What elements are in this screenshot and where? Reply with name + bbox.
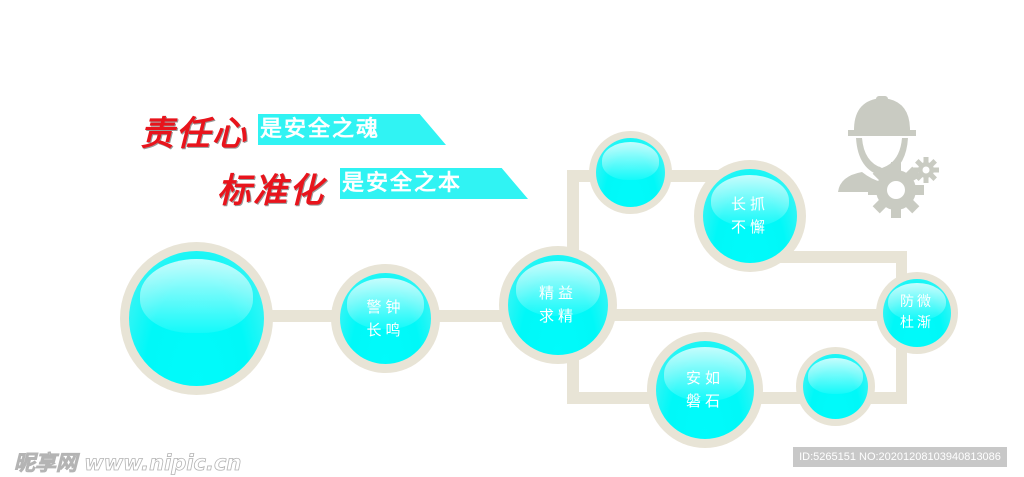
connector-middle <box>557 309 917 321</box>
node-label-line2: 杜渐 <box>900 315 934 331</box>
node-label-line2: 长鸣 <box>366 320 405 339</box>
slogan-2-banner: 是安全之本 <box>340 168 528 199</box>
node-label-line2: 求精 <box>538 307 577 325</box>
circle-fill <box>803 354 868 419</box>
node-label-line2: 不懈 <box>730 218 769 236</box>
node-label-line1: 安如 <box>685 369 724 387</box>
persistent-node: 长抓不懈 <box>694 160 806 272</box>
rock-solid-node: 安如磐石 <box>647 332 763 448</box>
big-circle-node <box>120 242 273 395</box>
circle-fill: 精益求精 <box>508 255 608 355</box>
node-label-line1: 精益 <box>538 284 577 302</box>
node-label-line1: 警钟 <box>366 297 405 316</box>
circle-fill: 警钟长鸣 <box>340 273 431 364</box>
slogan-1-banner: 是安全之魂 <box>258 114 446 145</box>
node-label-line1: 防微 <box>900 294 934 310</box>
circle-fill: 安如磐石 <box>656 341 754 439</box>
excellence-node: 精益求精 <box>499 246 617 364</box>
worker-with-gears-icon <box>838 96 939 218</box>
top-small-node <box>589 131 672 214</box>
node-label-line1: 长抓 <box>730 195 769 213</box>
slogan-2-highlight: 标准化 <box>217 171 325 211</box>
circle-fill <box>129 251 264 386</box>
id-bar: ID:5265151 NO:20201208103940813086 <box>793 447 1007 467</box>
circle-fill: 防微杜渐 <box>883 279 951 347</box>
watermark: 昵享网 www.nipic.cn <box>14 451 242 476</box>
prevention-node: 防微杜渐 <box>876 272 958 354</box>
slogan-1-highlight: 责任心 <box>140 114 248 154</box>
circle-fill: 长抓不懈 <box>703 169 797 263</box>
bottom-small-node <box>796 347 875 426</box>
alarm-bell-node: 警钟长鸣 <box>331 264 440 373</box>
node-label-line2: 磐石 <box>685 392 724 410</box>
circle-fill <box>596 138 665 207</box>
